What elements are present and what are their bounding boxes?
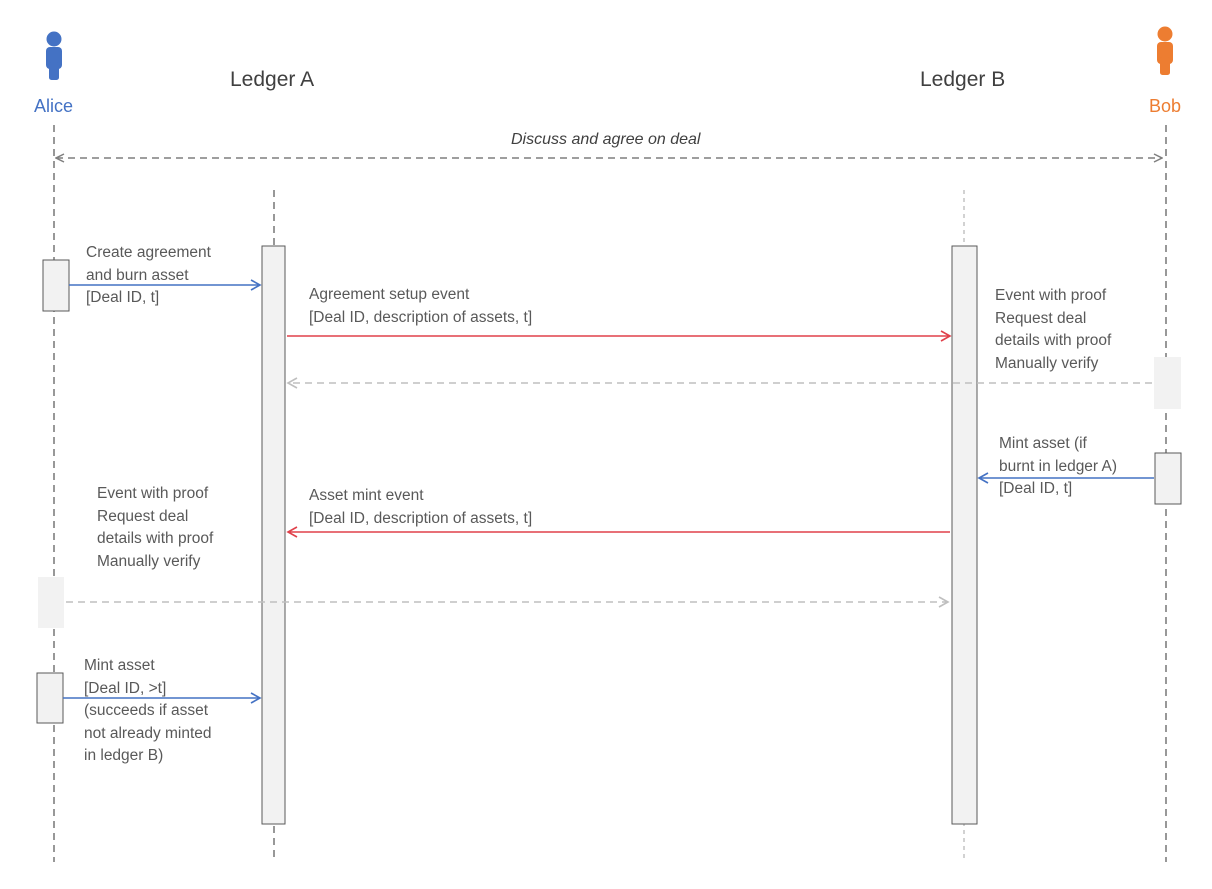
label-line: in ledger B) [84, 747, 164, 764]
label-line: Event with proof [995, 287, 1107, 304]
deal-message-label: Discuss and agree on deal [511, 131, 701, 148]
label-line: (succeeds if asset [84, 702, 209, 719]
label-line: [Deal ID, description of assets, t] [309, 509, 533, 527]
alice-person-icon [46, 31, 62, 80]
alice-activation-mint [36, 672, 64, 724]
alice-mint-label: Mint asset [Deal ID, >t] (succeeds if as… [84, 655, 212, 768]
alice-label: Alice [34, 96, 74, 116]
label-line: [Deal ID, >t] [84, 679, 167, 697]
label-line: details with proof [97, 530, 214, 547]
label-line: and burn asset [86, 266, 189, 284]
label-line: not already minted [84, 724, 212, 742]
label-line: Asset mint event [309, 487, 424, 504]
create-agreement-label: Create agreement and burn asset [Deal ID… [86, 242, 211, 310]
setup-event-label: Agreement setup event [Deal ID, descript… [309, 284, 532, 329]
label-line: details with proof [995, 332, 1112, 349]
alice-activation-verify [38, 577, 64, 628]
bob-activation-mint [1154, 452, 1182, 505]
bob-activation-verify [1154, 357, 1181, 409]
label-line: Manually verify [97, 552, 201, 570]
alice-verify-label: Event with proof Request deal details wi… [97, 483, 213, 573]
bob-label: Bob [1149, 96, 1182, 116]
bob-mint-label: Mint asset (if burnt in ledger A) [Deal … [999, 433, 1117, 501]
ledger-b-activation [951, 245, 978, 825]
ledger-a-activation [261, 245, 286, 825]
label-line: [Deal ID, t] [86, 289, 160, 306]
label-line: Mint asset [84, 657, 155, 674]
label-line: [Deal ID, description of assets, t] [309, 308, 533, 326]
bob-person-icon [1157, 26, 1173, 75]
bob-verify-label: Event with proof Request deal details wi… [995, 285, 1111, 375]
label-line: Mint asset (if [999, 435, 1087, 452]
mint-event-label: Asset mint event [Deal ID, description o… [309, 485, 532, 530]
label-line: Request deal [995, 309, 1087, 327]
label-line: Event with proof [97, 485, 209, 502]
label-line: Agreement setup event [309, 286, 470, 303]
label-line: Create agreement [86, 244, 211, 261]
label-line: burnt in ledger A) [999, 457, 1118, 475]
label-line: Request deal [97, 507, 189, 525]
label-line: [Deal ID, t] [999, 480, 1073, 497]
alice-activation-create [42, 259, 70, 312]
label-line: Manually verify [995, 354, 1099, 372]
ledger-b-title: Ledger B [920, 68, 1006, 91]
ledger-a-title: Ledger A [230, 68, 315, 91]
